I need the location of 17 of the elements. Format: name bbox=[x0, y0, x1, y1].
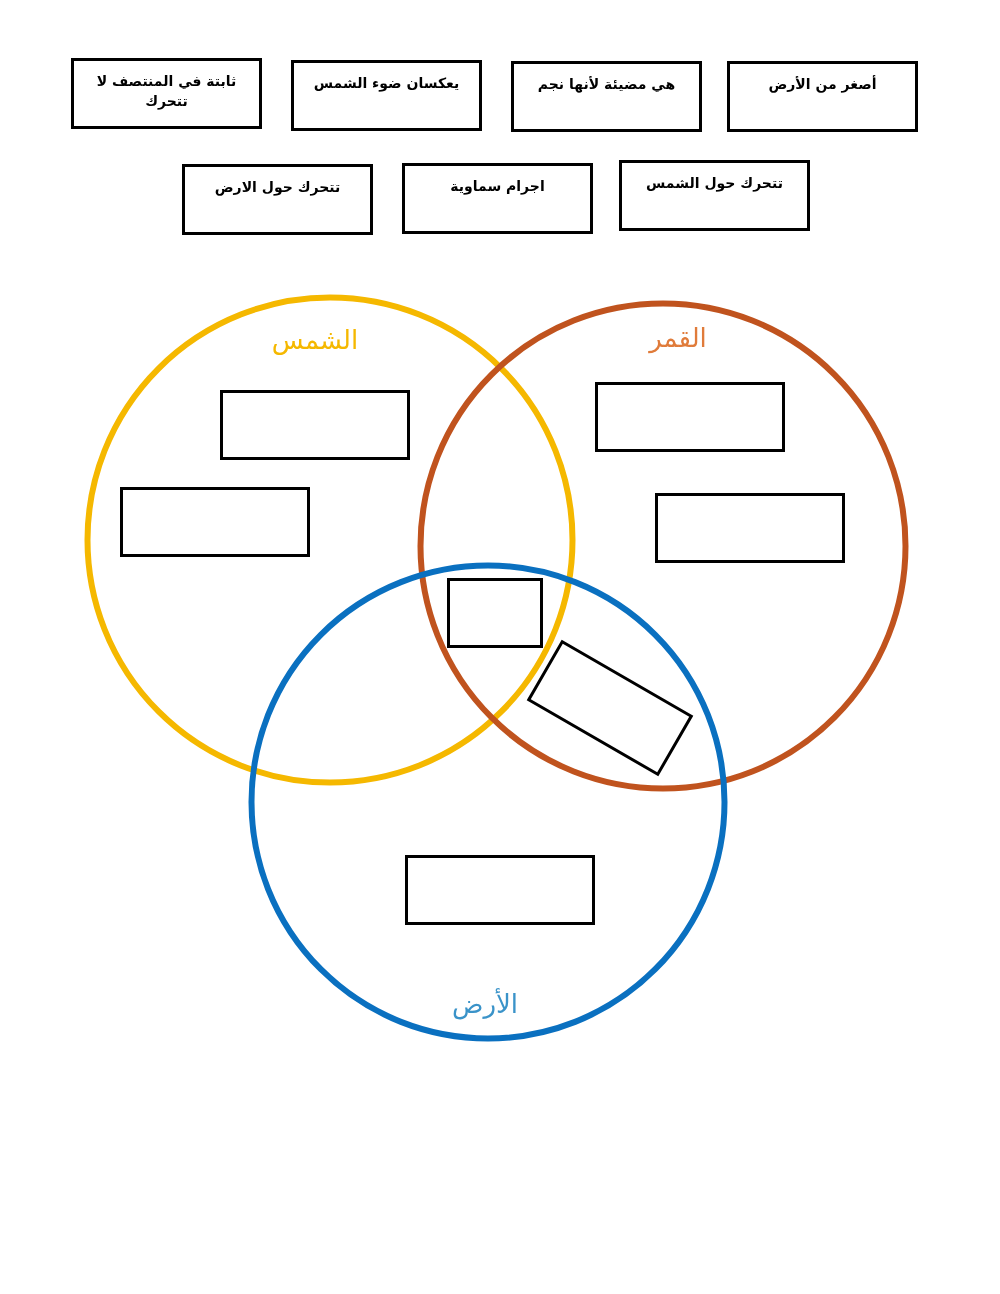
answer-box bbox=[405, 855, 595, 925]
word-card: ثابتة في المنتصف لا تتحرك bbox=[71, 58, 262, 129]
word-card: تتحرك حول الارض bbox=[182, 164, 373, 235]
word-card: اجرام سماوية bbox=[402, 163, 593, 234]
answer-box bbox=[220, 390, 410, 460]
answer-box bbox=[526, 639, 694, 777]
answer-box bbox=[447, 578, 543, 648]
word-card: يعكسان ضوء الشمس bbox=[291, 60, 482, 131]
circle-title: القمر bbox=[649, 323, 707, 353]
answer-box bbox=[655, 493, 845, 563]
word-card: أصغر من الأرض bbox=[727, 61, 918, 132]
answer-box bbox=[120, 487, 310, 557]
circle-title: الأرض bbox=[452, 989, 518, 1019]
circle-title: الشمس bbox=[271, 325, 359, 355]
word-card: تتحرك حول الشمس bbox=[619, 160, 810, 231]
answer-box bbox=[595, 382, 785, 452]
word-card: هي مضيئة لأنها نجم bbox=[511, 61, 702, 132]
